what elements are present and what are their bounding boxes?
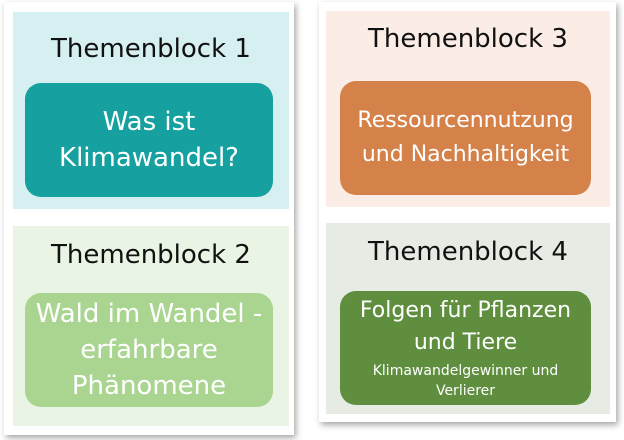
themenblock-4-box-text: Folgen für Pflanzen und Tiere (359, 298, 572, 355)
themenblock-3-title: Themenblock 3 (368, 24, 568, 54)
themenblock-1-box: Was ist Klimawandel? (25, 83, 273, 197)
themenblock-4-title: Themenblock 4 (368, 237, 568, 267)
themenblock-1-title: Themenblock 1 (51, 34, 251, 64)
themenblock-2-title: Themenblock 2 (51, 240, 251, 270)
themenblock-2-box-text: Wald im Wandel - erfahrbare Phänomene (35, 299, 263, 401)
themenblock-1-box-text: Was ist Klimawandel? (59, 107, 239, 173)
themenblock-4-panel: Themenblock 4 Folgen für Pflanzen und Ti… (326, 223, 610, 414)
themenblock-4-box: Folgen für Pflanzen und Tiere Klimawande… (340, 291, 591, 405)
themenblock-3-box-text: Ressourcennutzung und Nachhaltigkeit (357, 108, 574, 167)
themenblock-3-box: Ressourcennutzung und Nachhaltigkeit (340, 81, 591, 195)
themenblock-2-panel: Themenblock 2 Wald im Wandel - erfahrbar… (13, 226, 289, 426)
themenblock-1-panel: Themenblock 1 Was ist Klimawandel? (13, 12, 289, 209)
themenblock-4-box-subtext: Klimawandelgewinner und Verlierer (372, 363, 559, 399)
themenblock-3-panel: Themenblock 3 Ressourcennutzung und Nach… (326, 11, 610, 207)
themenblock-2-box: Wald im Wandel - erfahrbare Phänomene (25, 293, 273, 407)
